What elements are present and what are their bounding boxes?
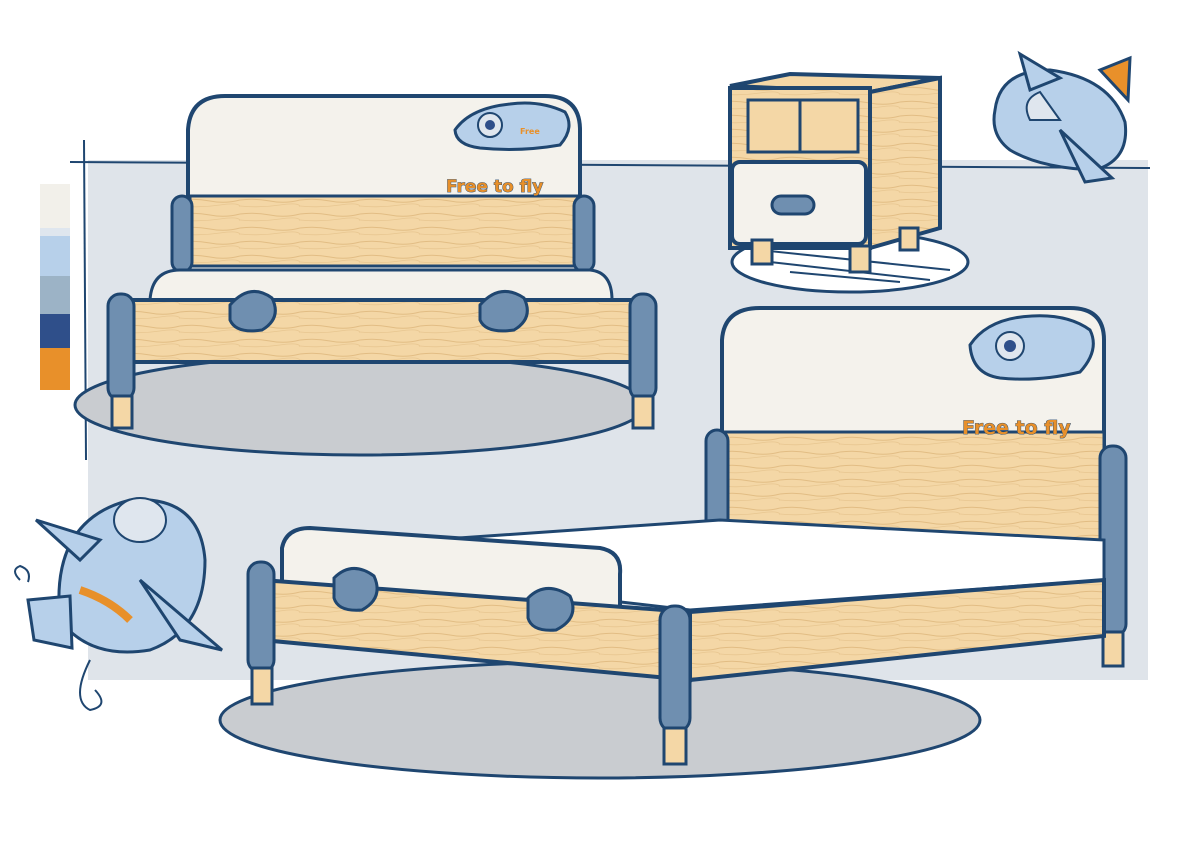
toy-airplane-bottom-left [14, 497, 223, 712]
side-rail [123, 298, 637, 364]
bed-perspective-view: Free to fly [218, 306, 1128, 780]
rail-knob [526, 587, 575, 632]
bedpost [106, 292, 136, 402]
color-palette [40, 184, 70, 390]
bed-front-view: Free to fly Free [73, 94, 658, 457]
bedpost [628, 292, 658, 402]
rail-knob [332, 567, 379, 612]
nightstand-leg [898, 226, 920, 252]
bedpost [170, 194, 194, 274]
airplane-badge: Free [453, 101, 571, 151]
bed-leg [662, 726, 688, 766]
palette-swatch [40, 236, 70, 276]
rail-knob [478, 289, 529, 333]
bed-leg [631, 394, 655, 430]
nightstand-leg [750, 238, 774, 266]
drawer-handle [770, 194, 816, 216]
nightstand-side [868, 75, 942, 251]
palette-swatch [40, 276, 70, 314]
nightstand [728, 71, 970, 294]
floor-shadow [218, 660, 982, 780]
airplane-badge-text: Free [520, 127, 540, 136]
headboard-slogan: Free to fly [962, 417, 1071, 439]
bedpost [572, 194, 596, 274]
headboard-slogan: Free to fly [446, 177, 543, 197]
floor-shadow [73, 353, 647, 457]
airplane-badge [968, 314, 1095, 381]
palette-swatch [40, 314, 70, 348]
nightstand-shelf-opening [746, 98, 860, 154]
bedpost [246, 560, 276, 674]
bed-leg [250, 666, 274, 706]
rail-knob [228, 289, 277, 333]
palette-swatch [40, 184, 70, 228]
toy-airplane-top-right [992, 50, 1132, 184]
palette-swatch [40, 348, 70, 390]
headboard-wood-panel [188, 194, 580, 268]
nightstand-leg [848, 244, 872, 274]
bed-leg [110, 394, 134, 430]
bedpost [658, 604, 692, 734]
bed-leg [1101, 630, 1125, 668]
